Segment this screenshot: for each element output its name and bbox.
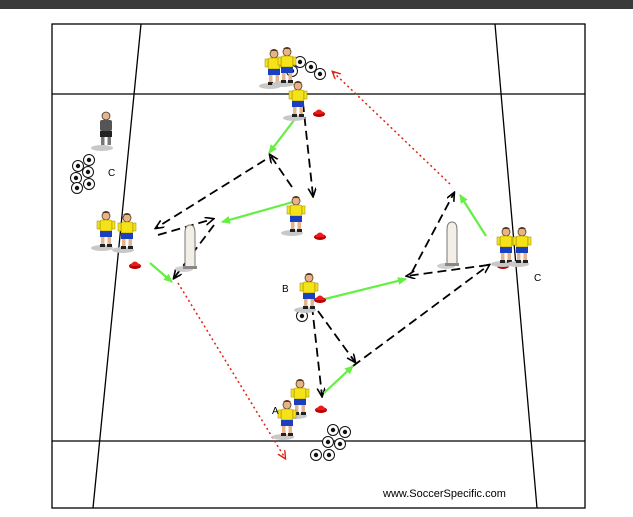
cone-icon [315, 406, 327, 414]
ball-stacks [71, 57, 351, 461]
ball-icon [306, 62, 317, 73]
pass-left [150, 263, 172, 282]
ball-icon [83, 167, 94, 178]
ball-icon [328, 425, 339, 436]
ball-path-top-right [333, 72, 450, 184]
pass-mid-left [222, 202, 293, 222]
cone-icon [313, 110, 325, 118]
label-a: A [272, 406, 279, 417]
ball-stack-bottom [311, 425, 351, 461]
label-c-left: C [108, 168, 115, 179]
ball-icon [311, 450, 322, 461]
cone-icon [129, 262, 141, 270]
ball-icon [84, 179, 95, 190]
player-icon [91, 211, 115, 251]
player-icon [491, 227, 515, 267]
ball-icon [71, 173, 82, 184]
watermark-text: www.SoccerSpecific.com [382, 488, 506, 500]
ball-icon [323, 437, 334, 448]
label-b: B [282, 284, 289, 295]
goalkeeper-icon [91, 112, 113, 151]
players [91, 47, 531, 440]
run-mid-up [270, 155, 292, 187]
ball-icon [335, 439, 346, 450]
player-icon [283, 81, 307, 121]
run-b-down [312, 306, 322, 396]
ball-stack-left [71, 155, 95, 194]
player-runs [156, 103, 489, 396]
ball-paths [178, 72, 450, 458]
ball-icon [73, 161, 84, 172]
player-icon [281, 196, 305, 236]
player-icon [294, 273, 318, 313]
pass-bottom [324, 366, 353, 393]
cone-icon [314, 296, 326, 304]
ball-icon [315, 69, 326, 80]
pass-right [460, 195, 486, 236]
player-icon [112, 213, 136, 253]
ball-icon [84, 155, 95, 166]
ball-path-bottom-left [178, 283, 285, 458]
cone-icon [314, 233, 326, 241]
ball-icon [324, 450, 335, 461]
pass-top [269, 119, 295, 153]
mannequin-left-icon [175, 225, 197, 272]
label-c-right: C [534, 273, 541, 284]
run-b-diagonal [318, 311, 355, 362]
run-to-left [156, 160, 265, 228]
ball-icon [340, 427, 351, 438]
ball-icon [72, 183, 83, 194]
mannequin-right-icon [437, 222, 459, 269]
run-top-down [303, 103, 313, 196]
pass-b-right [325, 279, 406, 299]
run-to-right [353, 265, 489, 366]
